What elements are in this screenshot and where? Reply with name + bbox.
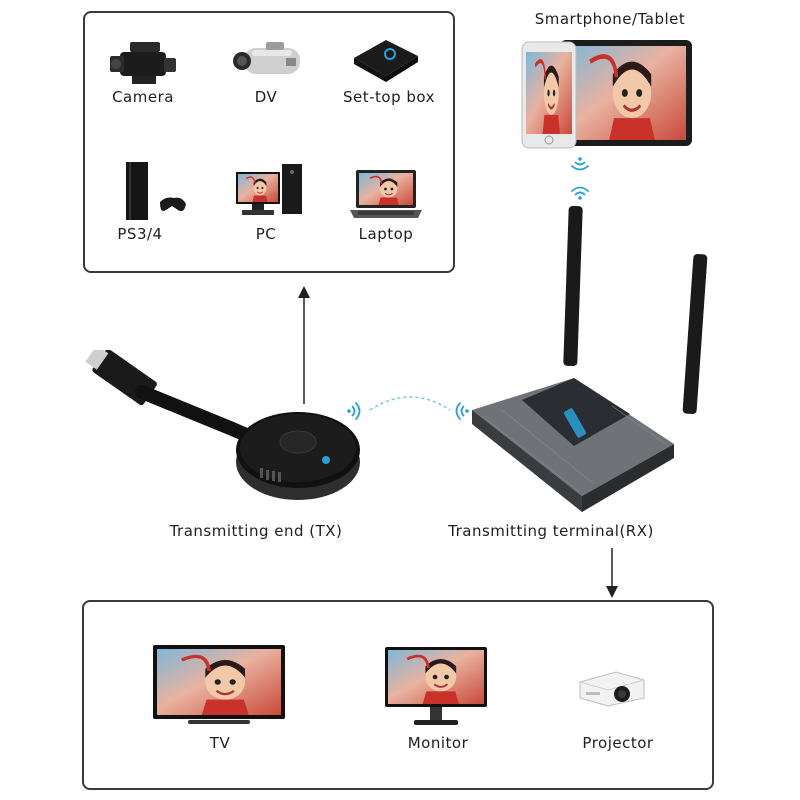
projector-icon bbox=[576, 664, 648, 708]
video-camera-icon bbox=[108, 40, 180, 86]
tv-icon bbox=[152, 644, 286, 726]
source-label-dv: DV bbox=[254, 88, 278, 106]
output-label-tv: TV bbox=[209, 734, 231, 752]
transmitter-label: Transmitting end (TX) bbox=[169, 522, 343, 540]
desktop-pc-icon bbox=[234, 162, 304, 218]
output-label-projector: Projector bbox=[582, 734, 654, 752]
smartphone-tablet-icon bbox=[520, 38, 694, 150]
receiver-box-icon bbox=[462, 200, 712, 520]
laptop-icon bbox=[348, 168, 424, 220]
arrow-up-to-sources bbox=[296, 284, 312, 406]
source-label-camera: Camera bbox=[112, 88, 174, 106]
arrow-down-to-outputs bbox=[604, 546, 620, 598]
source-label-pc: PC bbox=[255, 225, 277, 243]
source-label-ps3-4: PS3/4 bbox=[117, 225, 163, 243]
source-label-set-top-box: Set-top box bbox=[342, 88, 435, 106]
source-label-laptop: Laptop bbox=[358, 225, 414, 243]
monitor-icon bbox=[384, 646, 488, 728]
hdmi-dongle-icon bbox=[80, 350, 370, 510]
game-console-icon bbox=[122, 160, 188, 222]
camcorder-icon bbox=[232, 40, 304, 84]
wifi-icon bbox=[570, 155, 590, 173]
output-label-monitor: Monitor bbox=[407, 734, 469, 752]
set-top-box-icon bbox=[350, 34, 422, 82]
mobile-label: Smartphone/Tablet bbox=[534, 10, 686, 28]
receiver-label: Transmitting terminal(RX) bbox=[448, 522, 654, 540]
wireless-link bbox=[344, 388, 474, 428]
